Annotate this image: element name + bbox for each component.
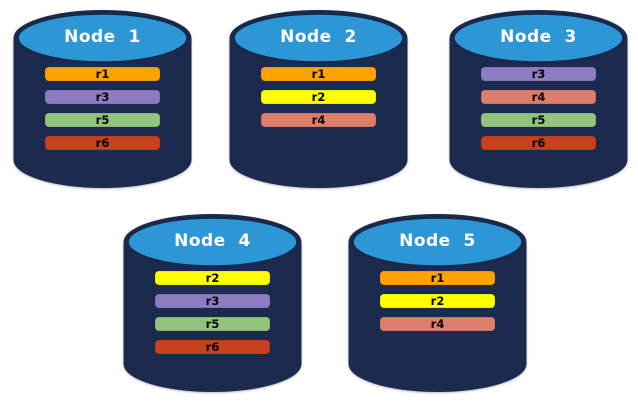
cylinder-top	[351, 216, 524, 268]
replica-bar-r6: r6	[155, 340, 270, 354]
replica-list: r1 r3 r5 r6	[12, 67, 193, 150]
node-title: Node 5	[399, 231, 476, 251]
replica-bar-r3: r3	[481, 67, 596, 81]
replica-bar-r1: r1	[380, 271, 495, 285]
node-2: Node 2 r1 r2 r4	[228, 8, 409, 192]
replica-bar-r4: r4	[481, 90, 596, 104]
replica-bar-r2: r2	[155, 271, 270, 285]
node-1: Node 1 r1 r3 r5 r6	[12, 8, 193, 192]
cylinder-top	[452, 12, 625, 64]
replica-bar-r6: r6	[481, 136, 596, 150]
node-title: Node 3	[500, 27, 577, 47]
node-title: Node 2	[280, 27, 357, 47]
replica-list: r1 r2 r4	[228, 67, 409, 127]
node-5: Node 5 r1 r2 r4	[347, 212, 528, 396]
cylinder-top	[232, 12, 405, 64]
replica-list: r1 r2 r4	[347, 271, 528, 331]
replica-bar-r4: r4	[261, 113, 376, 127]
node-title: Node 4	[174, 231, 251, 251]
replica-bar-r3: r3	[45, 90, 160, 104]
cylinder-top	[126, 216, 299, 268]
replica-bar-r6: r6	[45, 136, 160, 150]
replica-bar-r1: r1	[261, 67, 376, 81]
replica-bar-r4: r4	[380, 317, 495, 331]
node-4: Node 4 r2 r3 r5 r6	[122, 212, 303, 396]
replica-bar-r2: r2	[380, 294, 495, 308]
replica-bar-r2: r2	[261, 90, 376, 104]
cylinder-top	[16, 12, 189, 64]
replica-bar-r3: r3	[155, 294, 270, 308]
replica-bar-r1: r1	[45, 67, 160, 81]
replica-bar-r5: r5	[155, 317, 270, 331]
replica-bar-r5: r5	[481, 113, 596, 127]
replica-list: r3 r4 r5 r6	[448, 67, 629, 150]
replica-bar-r5: r5	[45, 113, 160, 127]
replica-list: r2 r3 r5 r6	[122, 271, 303, 354]
node-3: Node 3 r3 r4 r5 r6	[448, 8, 629, 192]
node-title: Node 1	[64, 27, 141, 47]
